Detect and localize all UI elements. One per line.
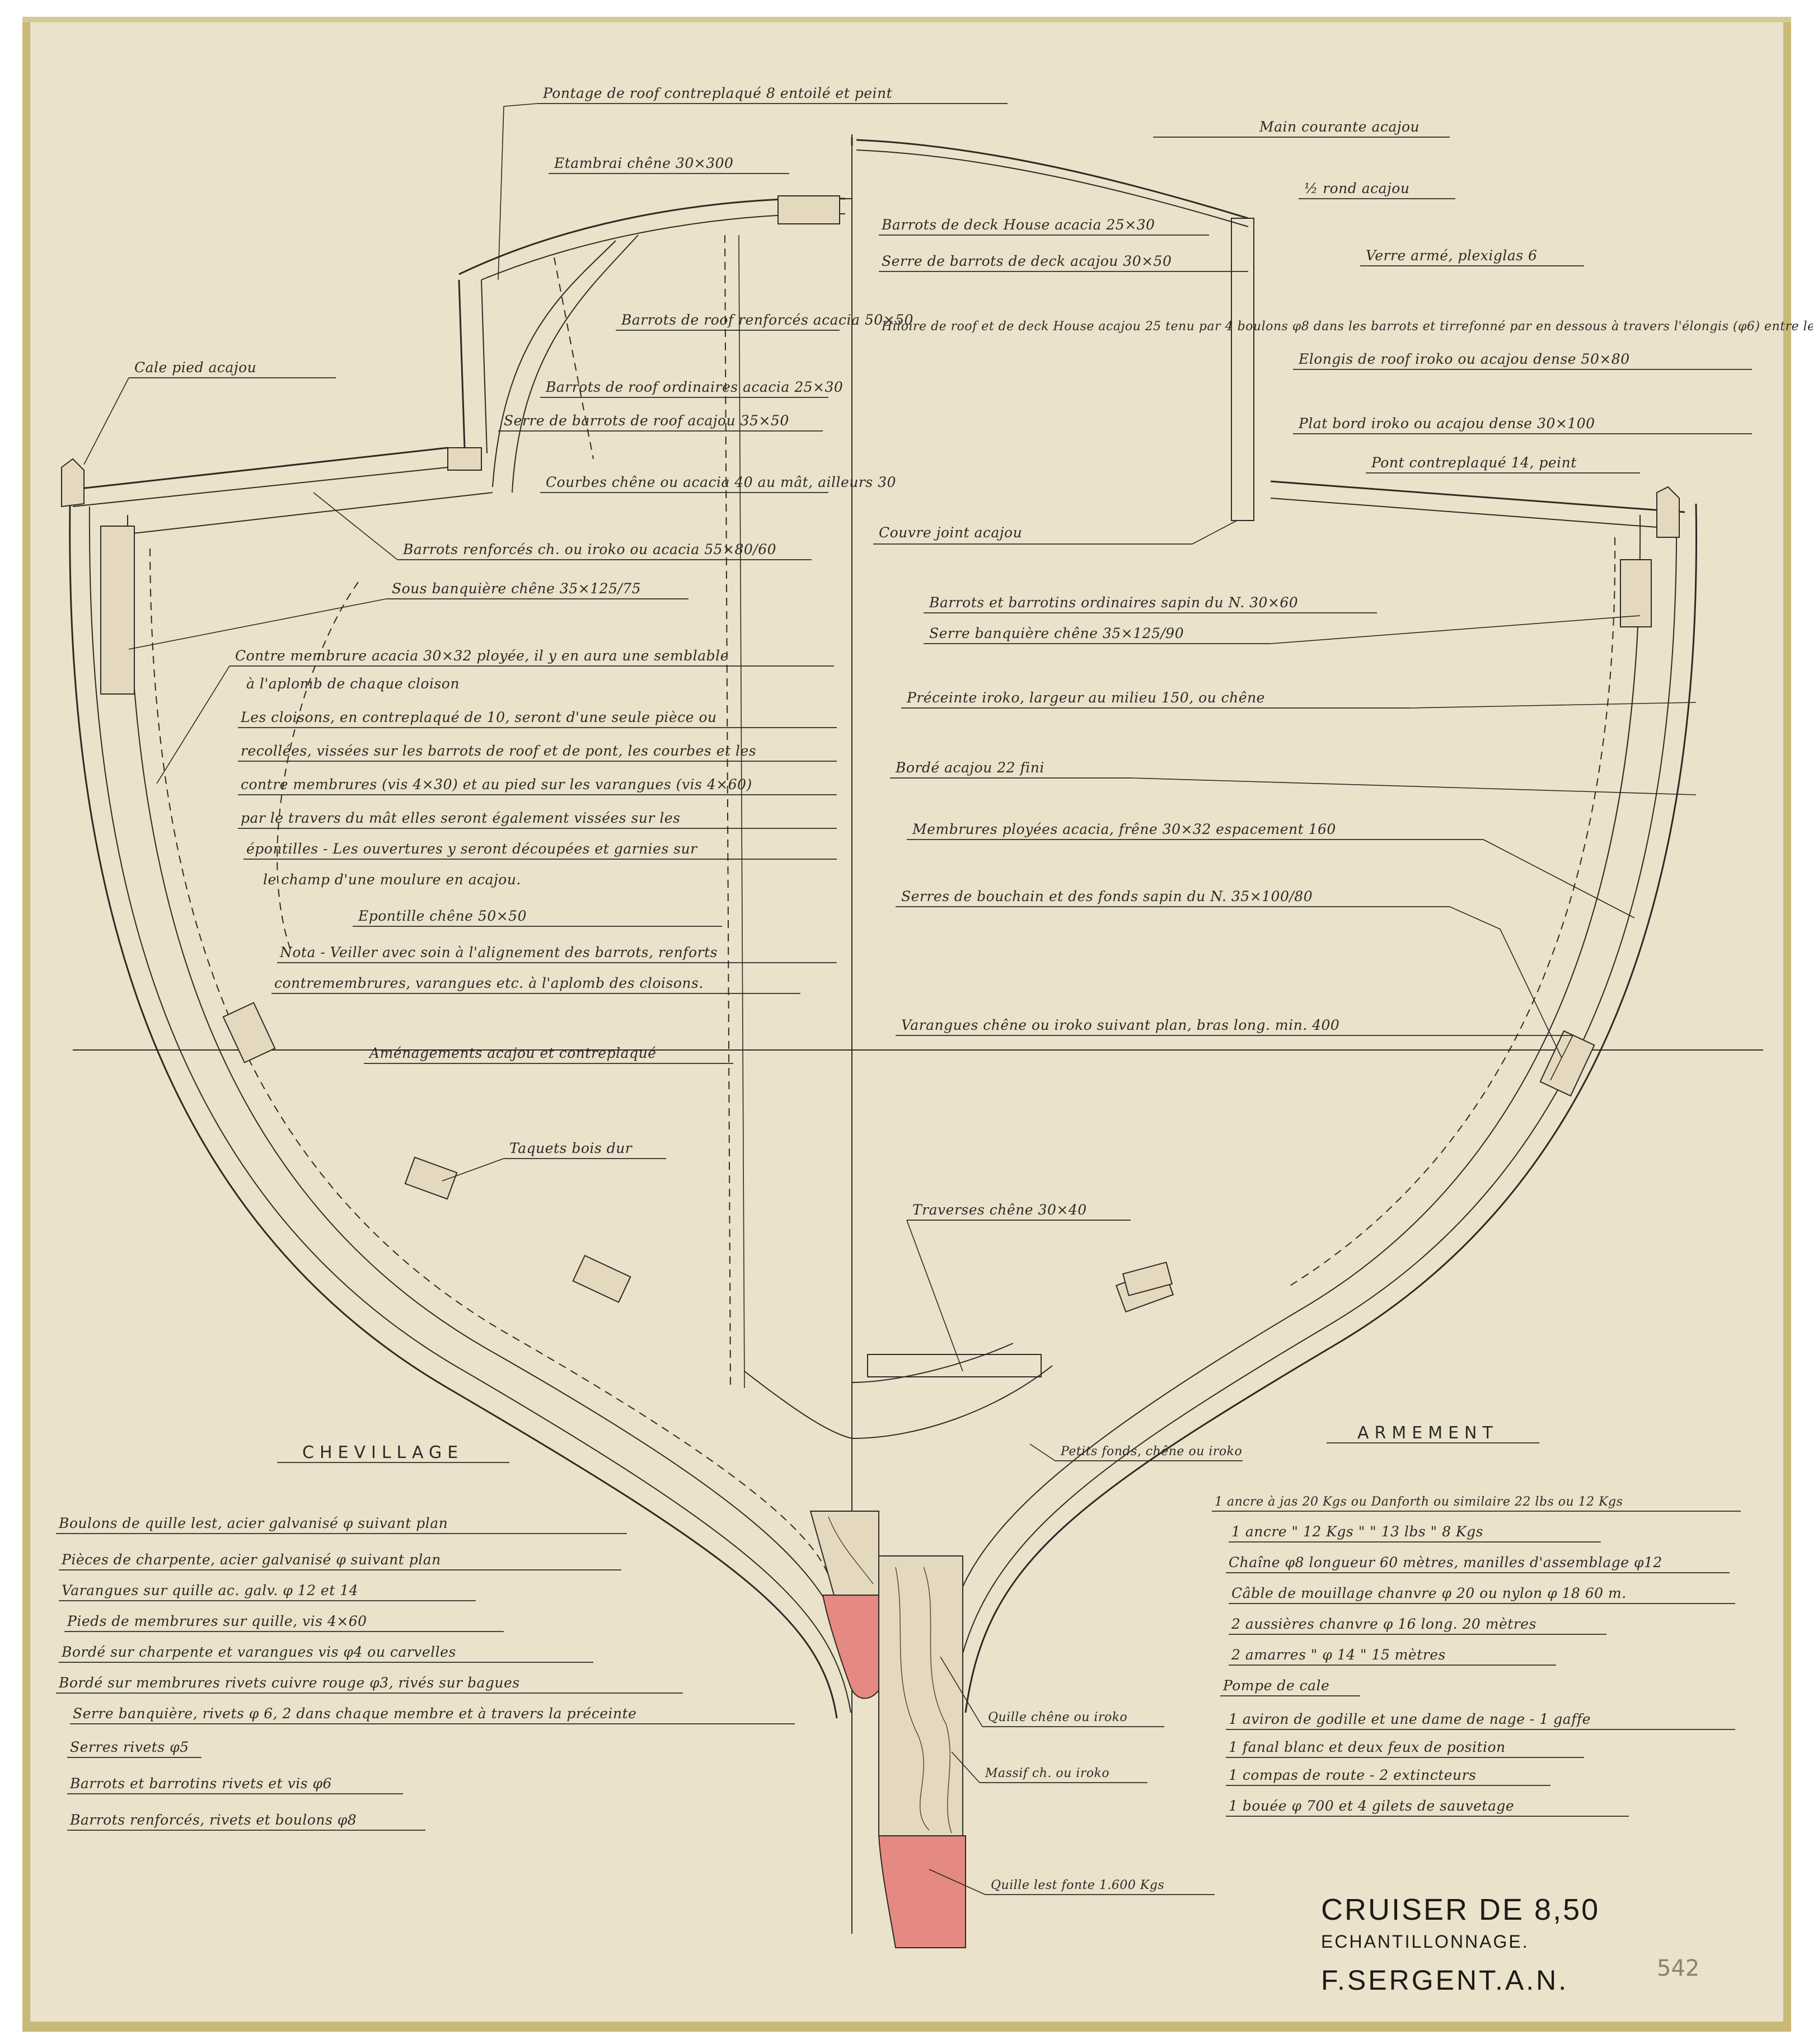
chevillage-item: Serre banquière, rivets φ 6, 2 dans chaq… [73, 1705, 636, 1722]
label-nota-1: Nota - Veiller avec soin à l'alignement … [279, 944, 718, 960]
chevillage-table: CHEVILLAGE Boulons de quille lest, acier… [56, 1443, 795, 1831]
label-serre-barrots-deck: Serre de barrots de deck acajou 30×50 [882, 253, 1172, 269]
label-contre-membrure-1: Contre membrure acacia 30×32 ployée, il … [235, 648, 729, 664]
chevillage-item: Bordé sur membrures rivets cuivre rouge … [58, 1675, 520, 1691]
label-taquets: Taquets bois dur [509, 1140, 633, 1156]
label-pont-contreplaque: Pont contreplaqué 14, peint [1371, 454, 1577, 471]
armement-item: Pompe de cale [1222, 1677, 1329, 1694]
armement-item: 1 fanal blanc et deux feux de position [1229, 1739, 1506, 1755]
label-cloisons-4: par le travers du mât elles seront égale… [241, 810, 681, 826]
armement-item: 1 ancre à jas 20 Kgs ou Danforth ou simi… [1215, 1495, 1623, 1509]
label-serres-bouchain: Serres de bouchain et des fonds sapin du… [901, 888, 1313, 904]
tape-left [22, 17, 30, 2032]
keel-assembly [809, 1511, 966, 1948]
label-cloisons-1: Les cloisons, en contreplaqué de 10, ser… [240, 709, 717, 725]
label-contre-membrure-2: à l'aplomb de chaque cloison [246, 676, 460, 692]
chevillage-item: Barrots et barrotins rivets et vis φ6 [69, 1775, 332, 1792]
architect-name: F.SERGENT.A.N. [1321, 1965, 1568, 1996]
chevillage-item: Varangues sur quille ac. galv. φ 12 et 1… [62, 1582, 358, 1598]
traverse-beam [867, 1354, 1042, 1377]
label-couvre-joint: Couvre joint acajou [879, 524, 1022, 541]
chevillage-item: Boulons de quille lest, acier galvanisé … [58, 1515, 448, 1531]
chevillage-item: Barrots renforcés, rivets et boulons φ8 [69, 1812, 357, 1828]
label-serre-barrots-roof: Serre de barrots de roof acajou 35×50 [504, 412, 789, 429]
chevillage-item: Bordé sur charpente et varangues vis φ4 … [61, 1644, 456, 1660]
label-varangues: Varangues chêne ou iroko suivant plan, b… [901, 1017, 1339, 1033]
tape-top [22, 17, 1791, 22]
annotation-labels: Pontage de roof contreplaqué 8 entoilé e… [83, 85, 1813, 1895]
sheet-number: 542 [1657, 1956, 1699, 1981]
label-massif: Massif ch. ou iroko [985, 1766, 1109, 1780]
tape-bottom [22, 2022, 1791, 2032]
hull-section [69, 503, 1697, 1719]
label-cloisons-6: le champ d'une moulure en acajou. [263, 871, 521, 888]
label-petits-fonds: Petits fonds, chêne ou iroko [1060, 1445, 1242, 1459]
label-membrures: Membrures ployées acacia, frêne 30×32 es… [912, 821, 1336, 837]
chevillage-heading: CHEVILLAGE [302, 1443, 463, 1462]
label-quille-lest: Quille lest fonte 1.600 Kgs [991, 1878, 1164, 1892]
floor-curve [744, 1371, 852, 1439]
armement-item: 1 aviron de godille et une dame de nage … [1229, 1711, 1591, 1727]
armement-item: Câble de mouillage chanvre φ 20 ou nylon… [1231, 1585, 1627, 1601]
label-cloisons-3: contre membrures (vis 4×30) et au pied s… [241, 776, 752, 793]
label-cloisons-2: recollées, vissées sur les barrots de ro… [241, 743, 756, 759]
label-cloisons-5: épontilles - Les ouvertures y seront déc… [246, 841, 698, 857]
armement-item: Chaîne φ8 longueur 60 mètres, manilles d… [1229, 1554, 1662, 1570]
label-elongis-roof: Elongis de roof iroko ou acajou dense 50… [1298, 351, 1630, 367]
label-demi-rond: ½ rond acajou [1304, 180, 1409, 196]
label-preceinte: Préceinte iroko, largeur au milieu 150, … [906, 690, 1265, 706]
label-traverses: Traverses chêne 30×40 [912, 1202, 1087, 1218]
label-barrots-roof-ordinaires: Barrots de roof ordinaires acacia 25×30 [545, 379, 843, 395]
label-hiloire-roof: Hiloire de roof et de deck House acajou … [881, 320, 1813, 334]
label-amenagements: Aménagements acajou et contreplaqué [368, 1045, 656, 1061]
label-verre-arme: Verre armé, plexiglas 6 [1366, 247, 1537, 264]
label-barrots-barrotins: Barrots et barrotins ordinaires sapin du… [929, 594, 1298, 611]
label-borde: Bordé acajou 22 fini [895, 760, 1044, 776]
label-courbes-chene: Courbes chêne ou acacia 40 au mât, aille… [546, 474, 896, 490]
armement-item: 1 ancre " 12 Kgs " " 13 lbs " 8 Kgs [1231, 1523, 1483, 1540]
label-sous-banquiere: Sous banquière chêne 35×125/75 [392, 580, 641, 597]
drawing-title: CRUISER DE 8,50 [1321, 1893, 1600, 1926]
armement-item: 1 compas de route - 2 extincteurs [1229, 1767, 1476, 1783]
wood-blocks [100, 195, 1652, 1313]
armement-item: 2 aussières chanvre φ 16 long. 20 mètres [1231, 1616, 1536, 1632]
label-pontage-roof: Pontage de roof contreplaqué 8 entoilé e… [542, 85, 893, 101]
armement-heading: ARMEMENT [1357, 1423, 1498, 1443]
chevillage-item: Serres rivets φ5 [70, 1739, 189, 1755]
label-serre-banquiere: Serre banquière chêne 35×125/90 [929, 625, 1184, 641]
tape-right [1783, 17, 1791, 2032]
label-barrots-roof-renforces: Barrots de roof renforcés acacia 50×50 [621, 312, 913, 328]
armement-table: ARMEMENT 1 ancre à jas 20 Kgs ou Danfort… [1212, 1423, 1741, 1817]
label-barrots-deck-house: Barrots de deck House acacia 25×30 [881, 217, 1155, 233]
label-cale-pied: Cale pied acajou [134, 359, 256, 376]
armement-item: 1 bouée φ 700 et 4 gilets de sauvetage [1229, 1798, 1514, 1814]
label-quille: Quille chêne ou iroko [988, 1710, 1127, 1724]
label-barrots-renforces: Barrots renforcés ch. ou iroko ou acacia… [402, 541, 776, 557]
label-nota-2: contremembrures, varangues etc. à l'aplo… [274, 975, 704, 991]
chevillage-item: Pièces de charpente, acier galvanisé φ s… [61, 1551, 441, 1568]
chevillage-item: Pieds de membrures sur quille, vis 4×60 [67, 1613, 367, 1629]
label-etambrai: Etambrai chêne 30×300 [554, 155, 733, 171]
title-block: CRUISER DE 8,50 ECHANTILLONNAGE. F.SERGE… [1321, 1893, 1699, 1996]
armement-item: 2 amarres " φ 14 " 15 mètres [1231, 1647, 1446, 1663]
label-epontille: Epontille chêne 50×50 [358, 908, 527, 924]
label-plat-bord: Plat bord iroko ou acajou dense 30×100 [1298, 415, 1595, 432]
label-main-courante: Main courante acajou [1259, 119, 1420, 135]
drawing-subtitle: ECHANTILLONNAGE. [1321, 1932, 1529, 1952]
